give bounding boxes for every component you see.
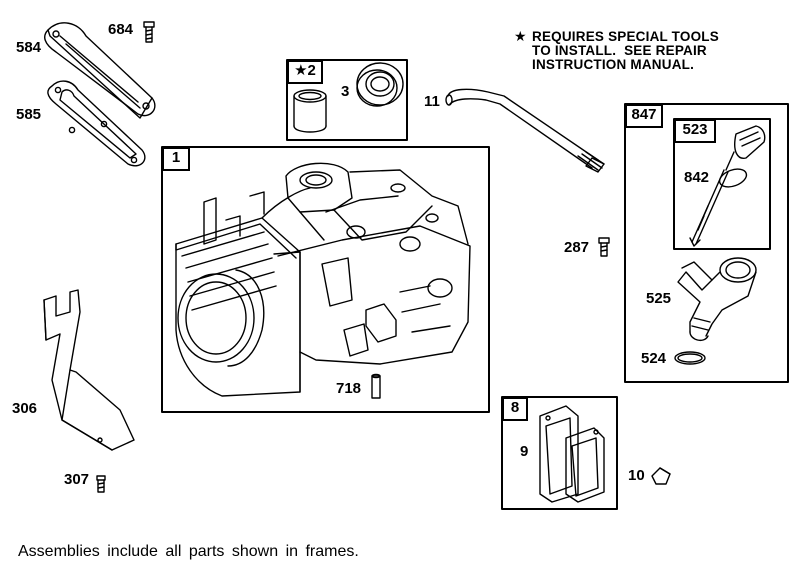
part-label-287: 287	[564, 239, 590, 256]
frame-8-tag: 8	[502, 397, 528, 421]
gasket-9-drawing	[539, 405, 605, 503]
gasket-584-drawing	[44, 22, 156, 119]
frame-1-box	[161, 146, 490, 413]
part-label-3: 3	[341, 83, 350, 100]
frame-2-box	[286, 59, 408, 141]
pin-718-drawing	[371, 373, 381, 399]
frame-523-box	[673, 118, 771, 250]
frame-1-tag: 1	[162, 147, 190, 171]
screw-307-drawing	[96, 475, 106, 493]
frame-8-box	[501, 396, 618, 510]
screw-684-drawing	[143, 21, 155, 43]
oring-524-drawing	[674, 351, 706, 365]
part-label-307: 307	[64, 471, 90, 488]
special-tools-note: ★ REQUIRES SPECIAL TOOLS TO INSTALL. SEE…	[514, 28, 719, 72]
frame-2-tag: ★2	[287, 60, 323, 84]
note-line-3: INSTRUCTION MANUAL.	[532, 57, 695, 72]
dipstick-842-drawing	[689, 125, 766, 247]
assemblies-footnote: Assemblies include all parts shown in fr…	[18, 543, 359, 560]
part-label-842: 842	[684, 169, 710, 186]
part-label-525: 525	[646, 290, 672, 307]
tube-11-drawing	[445, 88, 605, 173]
part-label-584: 584	[16, 39, 42, 56]
note-line-2: TO INSTALL. SEE REPAIR	[532, 43, 707, 58]
bushing-2-drawing	[293, 89, 327, 133]
gasket-585-drawing	[47, 80, 146, 167]
fill-tube-525-drawing	[677, 257, 757, 342]
frame-847-tag: 847	[625, 104, 663, 128]
screw-10-drawing	[651, 467, 671, 485]
part-label-524: 524	[641, 350, 667, 367]
part-label-684: 684	[108, 21, 134, 38]
cylinder-block-drawing	[175, 162, 471, 397]
part-label-306: 306	[12, 400, 38, 417]
seal-3-drawing	[356, 62, 404, 107]
frame-523-tag: 523	[674, 119, 716, 143]
part-label-11: 11	[424, 93, 440, 110]
part-label-718: 718	[336, 380, 362, 397]
note-line-1: REQUIRES SPECIAL TOOLS	[532, 29, 719, 44]
screw-287-drawing	[598, 237, 610, 257]
part-label-9: 9	[520, 443, 529, 460]
part-label-10: 10	[628, 467, 645, 484]
frame-847-box	[624, 103, 789, 383]
star-icon: ★	[514, 28, 527, 44]
part-label-585: 585	[16, 106, 42, 123]
baffle-306-drawing	[43, 289, 135, 451]
